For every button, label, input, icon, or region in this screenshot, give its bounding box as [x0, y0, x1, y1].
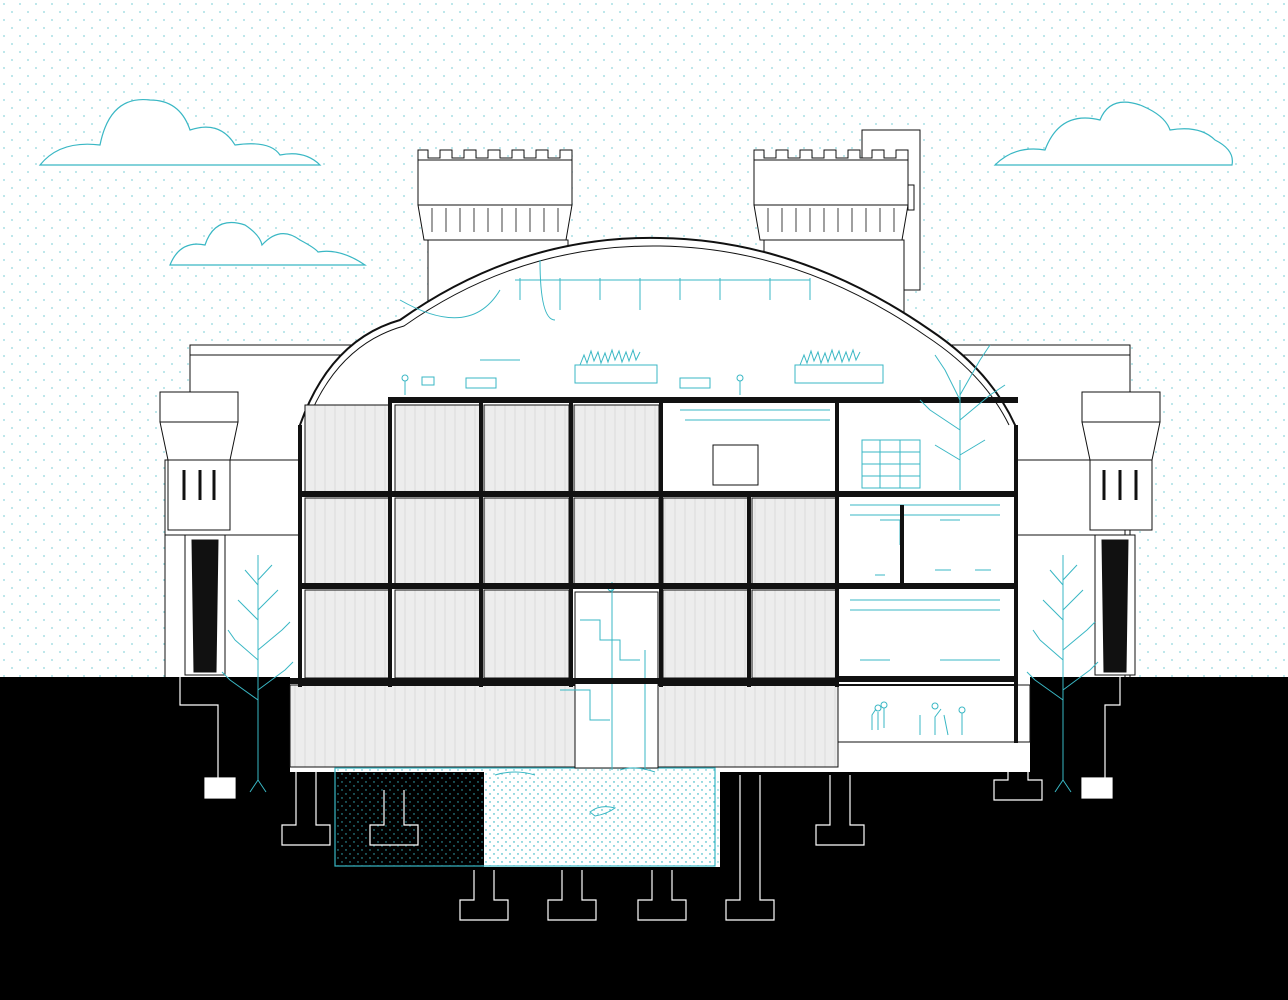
cloud-mid: [169, 221, 367, 266]
foundations: [179, 677, 1121, 921]
right-rooms: [680, 409, 1000, 661]
basement-people: [871, 701, 966, 736]
columns: [298, 397, 1018, 743]
cloud-left: [38, 98, 322, 166]
vault-building: [290, 236, 1018, 817]
cloud-right: [993, 101, 1233, 166]
swimmer: [494, 767, 656, 817]
top-floor-interior: [399, 259, 884, 395]
tree-inside: [919, 344, 1006, 490]
clouds: [38, 98, 1233, 266]
glazed-bays: [304, 404, 838, 679]
atrium-stair: [560, 582, 659, 770]
corner-turret-right: [1081, 391, 1161, 676]
tree-left: [221, 555, 294, 793]
basement: [289, 677, 1031, 867]
corner-turret-left: [159, 391, 239, 676]
tree-right: [1026, 555, 1099, 793]
